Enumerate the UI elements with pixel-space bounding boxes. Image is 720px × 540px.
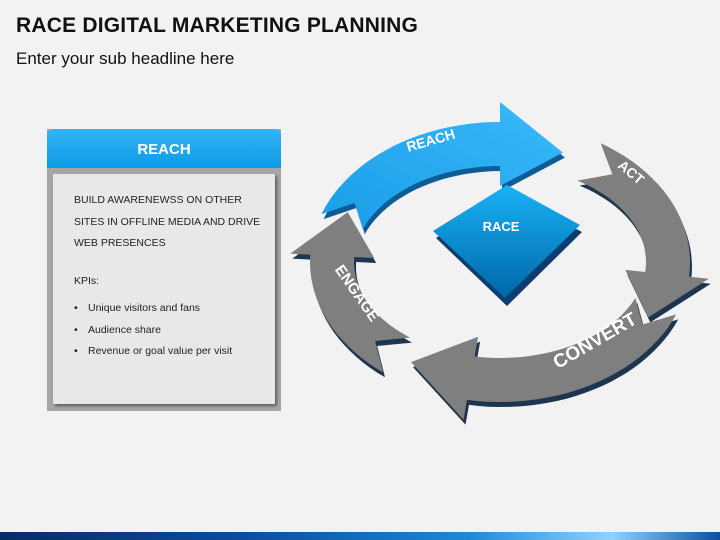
arrow-act <box>577 143 709 318</box>
card-description: BUILD AWARENEWSS ON OTHER SITES IN OFFLI… <box>74 194 261 249</box>
arrow-reach <box>321 102 563 230</box>
center-diamond <box>433 185 582 306</box>
kpi-label: KPIs: <box>74 275 100 287</box>
kpi-item: Revenue or goal value per visit <box>74 341 232 363</box>
card-title: REACH <box>47 129 281 168</box>
kpi-list: Unique visitors and fans Audience share … <box>74 298 232 363</box>
arrow-convert <box>411 298 677 420</box>
page-title: RACE DIGITAL MARKETING PLANNING <box>16 14 419 37</box>
reach-card: REACH BUILD AWARENEWSS ON OTHER SITES IN… <box>47 129 281 411</box>
kpi-item: Audience share <box>74 320 232 342</box>
kpi-item: Unique visitors and fans <box>74 298 232 320</box>
page-subtitle: Enter your sub headline here <box>16 49 235 68</box>
arrow-engage <box>290 212 411 373</box>
card-body: BUILD AWARENEWSS ON OTHER SITES IN OFFLI… <box>53 174 275 404</box>
footer-bar <box>0 532 720 540</box>
center-label: RACE <box>483 219 520 234</box>
